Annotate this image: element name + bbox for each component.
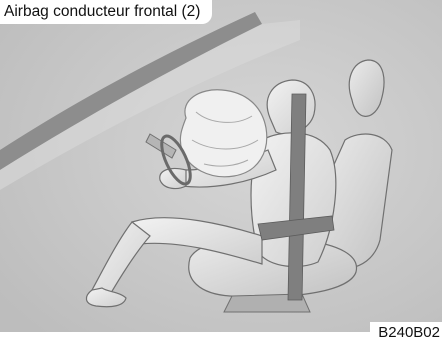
- occupant-hand: [160, 168, 186, 188]
- figure-reference-code: B240B02: [370, 322, 442, 344]
- airbag-illustration: [0, 0, 442, 332]
- airbag-cushion: [180, 90, 266, 177]
- deployed-airbag: [180, 90, 266, 177]
- figure-caption: Airbag conducteur frontal (2): [0, 0, 212, 24]
